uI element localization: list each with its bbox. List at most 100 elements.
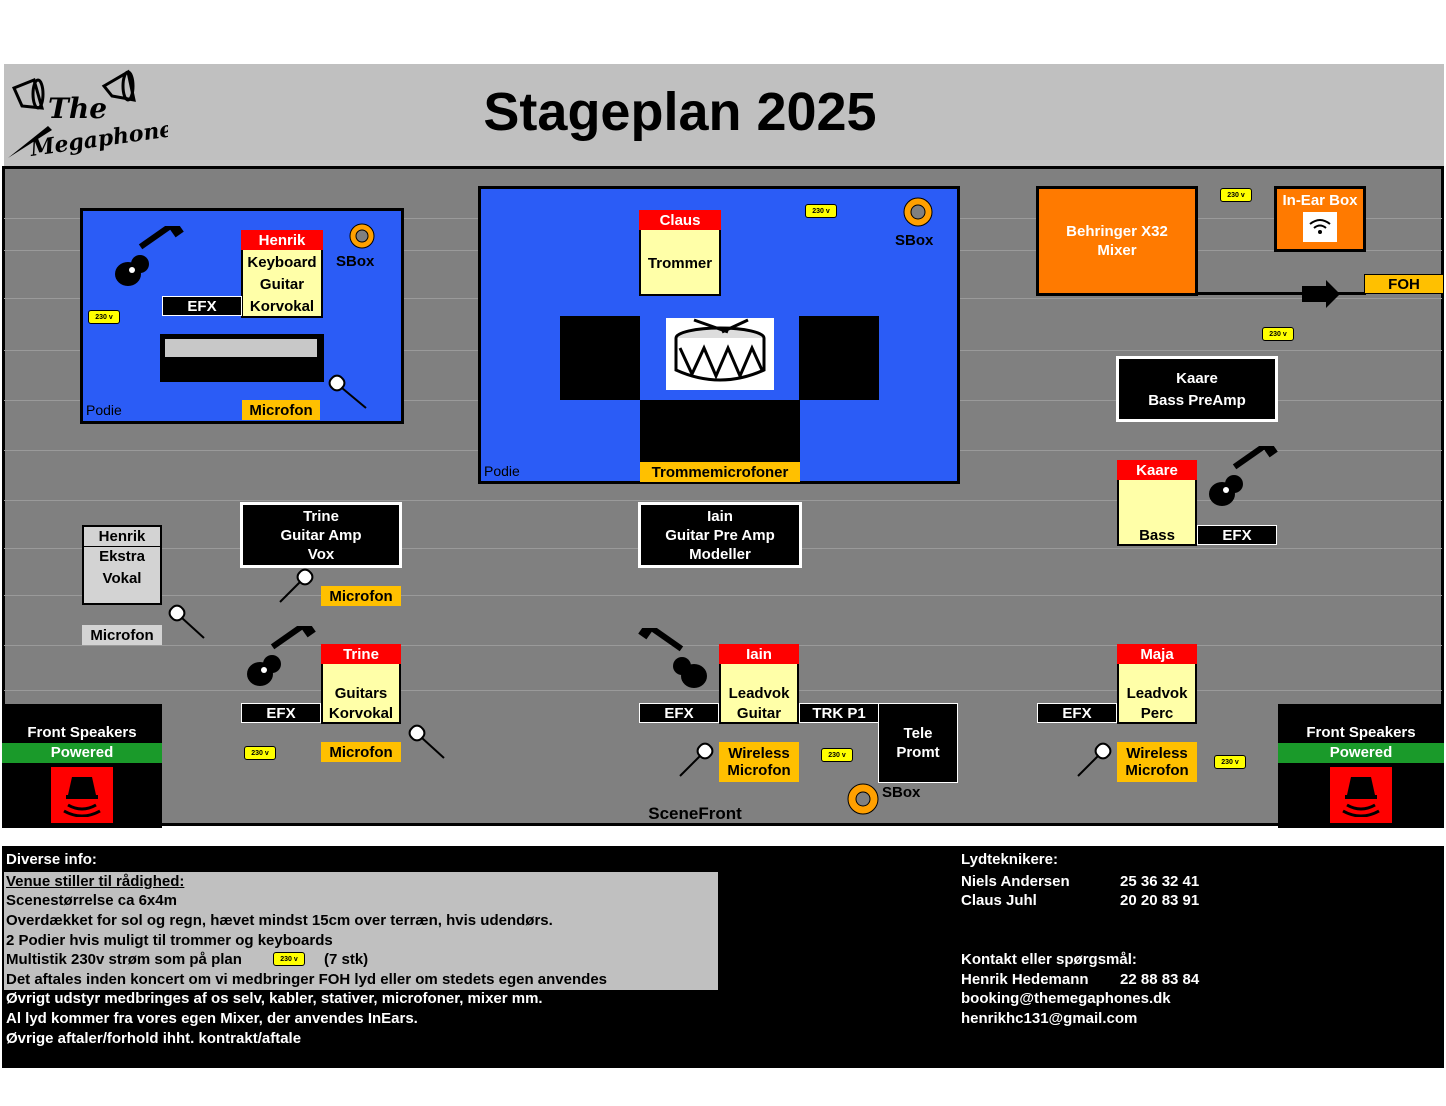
power-outlet-230v: 230 v [88, 310, 120, 324]
info-line: Øvrige aftaler/forhold ihht. kontrakt/af… [6, 1030, 302, 1047]
tech-name: Claus Juhl [961, 892, 1037, 909]
guitar-icon [632, 623, 712, 694]
keyboard [160, 334, 324, 382]
iain-role-2: Guitar [736, 705, 782, 722]
track-player: TRK P1 [799, 703, 879, 723]
henrik-mic-label: Microfon [242, 400, 320, 420]
iain-name: Iain [719, 644, 799, 664]
trine-amp-label: Guitar Amp [280, 526, 362, 544]
foh-label: FOH [1364, 274, 1444, 294]
inear-label: In-Ear Box [1282, 192, 1358, 209]
henrik-role-2: Guitar [259, 276, 305, 293]
guitar-icon [242, 621, 318, 692]
maja-mic-label-2: Microfon [1125, 762, 1189, 779]
henrik-name: Henrik [241, 230, 323, 250]
drum-block-right [799, 316, 879, 400]
mixer-box: Behringer X32 Mixer [1036, 186, 1198, 296]
extra-vocal-label-1: Ekstra [99, 548, 145, 565]
power-outlet-230v: 230 v [1220, 188, 1252, 202]
speaker-icon [51, 767, 113, 823]
arrow-right-icon [1302, 280, 1340, 308]
info-line: Øvrigt udstyr medbringes af os selv, kab… [6, 990, 543, 1007]
sbox-icon [846, 782, 880, 816]
drum-block-left [560, 316, 640, 400]
microphone-icon [676, 740, 716, 780]
iain-guitar-preamp: Iain Guitar Pre Amp Modeller [638, 502, 802, 568]
teleprompter-label-2: Promt [896, 744, 940, 761]
iain-amp-owner: Iain [707, 507, 733, 525]
teleprompter: Tele Promt [878, 703, 958, 783]
tech-phone: 20 20 83 91 [1120, 892, 1200, 909]
sbox-icon [346, 222, 378, 254]
podium-label: Podie [484, 463, 520, 479]
sbox-label: SBox [882, 784, 921, 801]
mixer-label-2: Mixer [1097, 242, 1137, 259]
iain-role-1: Leadvok [728, 685, 790, 702]
sbox-icon [902, 196, 934, 228]
maja-mic-label-1: Wireless [1126, 745, 1188, 762]
page-title: Stageplan 2025 [483, 82, 877, 142]
contact-heading: Kontakt eller spørgsmål: [961, 951, 1137, 968]
tech-phone: 25 36 32 41 [1120, 873, 1200, 890]
front-speaker-left: Front Speakers Powered [2, 704, 162, 828]
henrik-extra-vocal: Henrik Ekstra Vokal [82, 525, 162, 605]
wifi-icon [1303, 212, 1337, 242]
venue-multistik: Multistik 230v strøm som på plan [6, 951, 242, 968]
trine-role-2: Korvokal [328, 705, 394, 722]
efx-pedal-maja: EFX [1037, 703, 1117, 723]
contact-name: Henrik Hedemann [961, 971, 1089, 988]
drum-icon [666, 318, 774, 390]
tech-heading: Lydteknikere: [961, 851, 1058, 868]
venue-line: Det aftales inden koncert om vi medbring… [6, 971, 608, 988]
maja-name: Maja [1117, 644, 1197, 664]
venue-line: Overdækket for sol og regn, hævet mindst… [6, 912, 553, 929]
efx-pedal-iain: EFX [639, 703, 719, 723]
sbox-label: SBox [895, 232, 934, 249]
tech-name: Niels Andersen [961, 873, 1070, 890]
extra-vocal-name: Henrik [84, 527, 160, 547]
scene-front-label: SceneFront [648, 804, 742, 823]
front-speaker-right: Front Speakers Powered [1278, 704, 1444, 828]
efx-pedal-kaare: EFX [1197, 525, 1277, 545]
microphone-icon [276, 566, 316, 606]
cable-to-foh [1198, 292, 1366, 295]
inear-box: In-Ear Box [1274, 186, 1366, 252]
venue-line: Scenestørrelse ca 6x4m [6, 892, 177, 909]
drum-block-bottom [640, 400, 800, 462]
power-outlet-230v: 230 v [273, 952, 305, 966]
contact-email[interactable]: booking@themegaphones.dk [961, 990, 1171, 1007]
drum-mics-label: Trommemicrofoner [640, 462, 800, 482]
header-bar [4, 64, 1444, 166]
bass-preamp: Kaare Bass PreAmp [1116, 356, 1278, 422]
trine-mic-label: Microfon [321, 742, 401, 762]
iain-amp-modeller: Modeller [689, 545, 751, 563]
contact-phone: 22 88 83 84 [1120, 971, 1200, 988]
mixer-label-1: Behringer X32 [1066, 223, 1168, 240]
claus-role: Trommer [647, 255, 713, 272]
bass-guitar-icon [1204, 441, 1280, 512]
speaker-icon [1330, 767, 1392, 823]
teleprompter-label-1: Tele [903, 725, 933, 742]
microphone-icon [406, 722, 448, 762]
bass-preamp-label: Bass PreAmp [1148, 391, 1246, 409]
contact-email[interactable]: henrikhc131@gmail.com [961, 1010, 1138, 1027]
front-speaker-label: Front Speakers [1306, 724, 1416, 741]
extra-vocal-mic-label: Microfon [82, 625, 162, 645]
henrik-role-3: Korvokal [249, 298, 315, 315]
iain-mic-label-2: Microfon [727, 762, 791, 779]
trine-name: Trine [321, 644, 401, 664]
trine-amp-vox: Vox [307, 545, 335, 563]
power-outlet-230v: 230 v [805, 204, 837, 218]
microphone-icon [1074, 740, 1114, 780]
trine-amp-owner: Trine [303, 507, 339, 525]
podium-label: Podie [86, 402, 122, 418]
band-logo: The Megaphones [8, 66, 187, 162]
power-outlet-230v: 230 v [1262, 327, 1294, 341]
venue-multistik-count: (7 stk) [324, 951, 369, 968]
info-heading: Diverse info: [6, 851, 97, 868]
guitar-icon [110, 221, 186, 292]
sbox-label: SBox [336, 253, 375, 270]
maja-role-2: Perc [1140, 705, 1174, 722]
kaare-role: Bass [1139, 527, 1175, 544]
power-outlet-230v: 230 v [821, 748, 853, 762]
